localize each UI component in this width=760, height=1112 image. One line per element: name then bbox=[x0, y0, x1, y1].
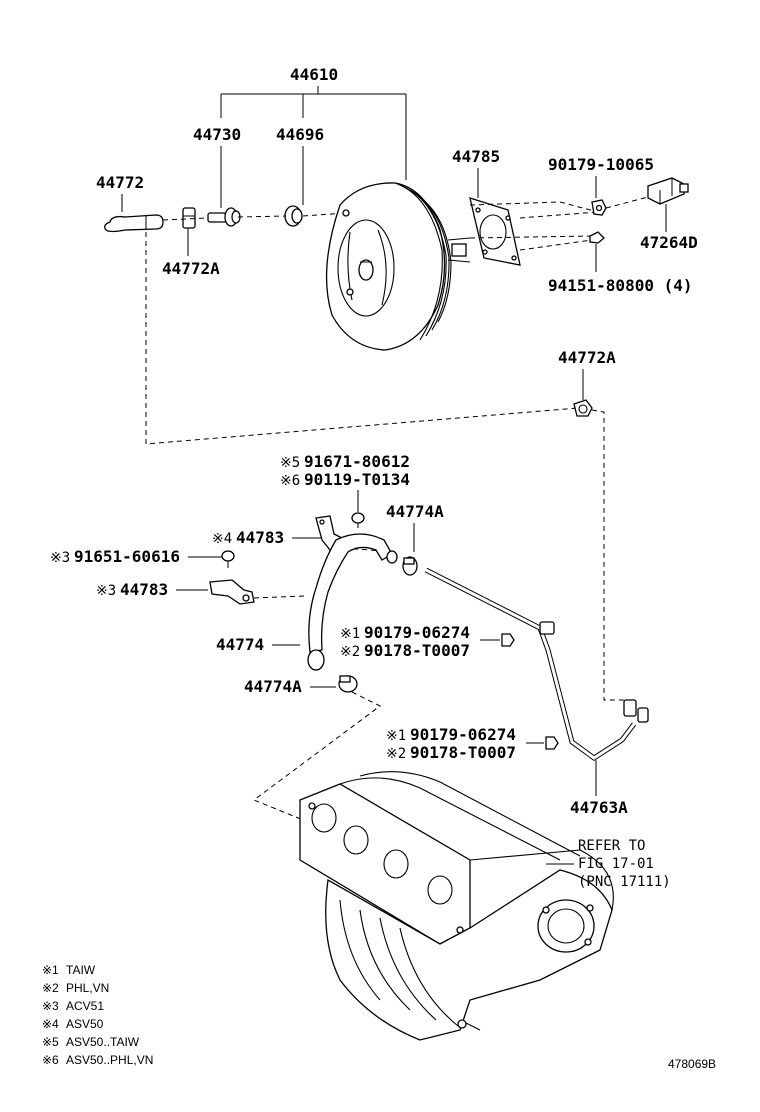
gasket-44785 bbox=[469, 197, 521, 266]
check-valve-44730 bbox=[207, 207, 241, 227]
marker-4: ※4 bbox=[212, 531, 232, 547]
label-44772A-mid: 44772A bbox=[558, 348, 616, 367]
marker-2b: ※2 bbox=[386, 746, 406, 762]
bolt-91651 bbox=[221, 550, 235, 568]
marker-6: ※6 bbox=[280, 473, 300, 489]
marker-3a: ※3 bbox=[50, 550, 70, 566]
hose-44774 bbox=[307, 533, 398, 671]
label-90178-T0007-mid: 90178-T0007 bbox=[364, 641, 470, 660]
label-44785: 44785 bbox=[452, 147, 500, 166]
label-47264D: 47264D bbox=[640, 233, 698, 252]
intake-manifold bbox=[299, 771, 614, 1041]
dash-bracket-lower bbox=[253, 595, 305, 599]
legend-mark-4: ※4 bbox=[42, 1017, 59, 1031]
label-44774A-upper: 44774A bbox=[386, 502, 444, 521]
label-44772: 44772 bbox=[96, 173, 144, 192]
legend-mark-3: ※3 bbox=[42, 999, 59, 1013]
label-44696: 44696 bbox=[276, 125, 324, 144]
hose-44772 bbox=[104, 214, 164, 233]
grommet-44696 bbox=[284, 205, 303, 227]
label-90179-10065: 90179-10065 bbox=[548, 155, 654, 174]
marker-5: ※5 bbox=[280, 455, 300, 471]
label-90119-T0134: 90119-T0134 bbox=[304, 470, 410, 489]
stud-nut-94151 bbox=[589, 231, 605, 244]
label-44610: 44610 bbox=[290, 65, 338, 84]
marker-2a: ※2 bbox=[340, 644, 360, 660]
tube-44763A bbox=[424, 567, 649, 762]
figure-number: 478069B bbox=[668, 1057, 716, 1071]
legend-text-1: TAIW bbox=[66, 963, 96, 977]
legend-mark-6: ※6 bbox=[42, 1053, 59, 1067]
legend-text-6: ASV50..PHL,VN bbox=[66, 1053, 153, 1067]
label-44774A-lower: 44774A bbox=[244, 677, 302, 696]
label-44783-upper: 44783 bbox=[236, 528, 284, 547]
label-44774: 44774 bbox=[216, 635, 264, 654]
nut-low bbox=[545, 736, 559, 750]
label-44763A: 44763A bbox=[570, 798, 628, 817]
refer-line-2: FIG 17-01 bbox=[578, 856, 654, 872]
legend-mark-5: ※5 bbox=[42, 1035, 59, 1049]
marker-1b: ※1 bbox=[386, 728, 406, 744]
nut-mid bbox=[501, 633, 515, 647]
bolt-top bbox=[351, 512, 365, 528]
brake-booster bbox=[325, 182, 471, 351]
legend-text-5: ASV50..TAIW bbox=[66, 1035, 140, 1049]
legend: ※1 TAIW ※2 PHL,VN ※3 ACV51 ※4 ASV50 ※5 A… bbox=[42, 963, 153, 1067]
label-90178-T0007-low: 90178-T0007 bbox=[410, 743, 516, 762]
label-90179-06274-mid: 90179-06274 bbox=[364, 623, 470, 642]
leader-44610 bbox=[220, 86, 407, 180]
clevis-47264D bbox=[647, 177, 689, 205]
legend-text-4: ASV50 bbox=[66, 1017, 104, 1031]
label-90179-06274-low: 90179-06274 bbox=[410, 725, 516, 744]
clip-44772A-upper bbox=[182, 207, 196, 229]
label-91671-80612: 91671-80612 bbox=[304, 452, 410, 471]
refer-line-1: REFER TO bbox=[578, 838, 645, 854]
route-to-tube bbox=[591, 409, 632, 701]
label-91651-60616: 91651-60616 bbox=[74, 547, 180, 566]
clip-44774A-upper bbox=[402, 556, 418, 576]
refer-line-3: (PNC 17111) bbox=[578, 874, 671, 890]
label-44783-lower: 44783 bbox=[120, 580, 168, 599]
clip-44774A-lower bbox=[338, 675, 358, 693]
nut-90179-10065 bbox=[591, 199, 607, 216]
label-44772A-upper: 44772A bbox=[162, 259, 220, 278]
alignment-lines bbox=[469, 196, 649, 251]
marker-3b: ※3 bbox=[96, 583, 116, 599]
legend-mark-2: ※2 bbox=[42, 981, 59, 995]
bracket-44783-lower bbox=[209, 579, 255, 605]
marker-1a: ※1 bbox=[340, 626, 360, 642]
legend-text-2: PHL,VN bbox=[66, 981, 109, 995]
clip-44772A-mid bbox=[573, 399, 593, 417]
legend-text-3: ACV51 bbox=[66, 999, 104, 1013]
legend-mark-1: ※1 bbox=[42, 963, 59, 977]
label-44730: 44730 bbox=[193, 125, 241, 144]
vacuum-route-line bbox=[145, 232, 579, 445]
label-94151-80800: 94151-80800 (4) bbox=[548, 276, 693, 295]
